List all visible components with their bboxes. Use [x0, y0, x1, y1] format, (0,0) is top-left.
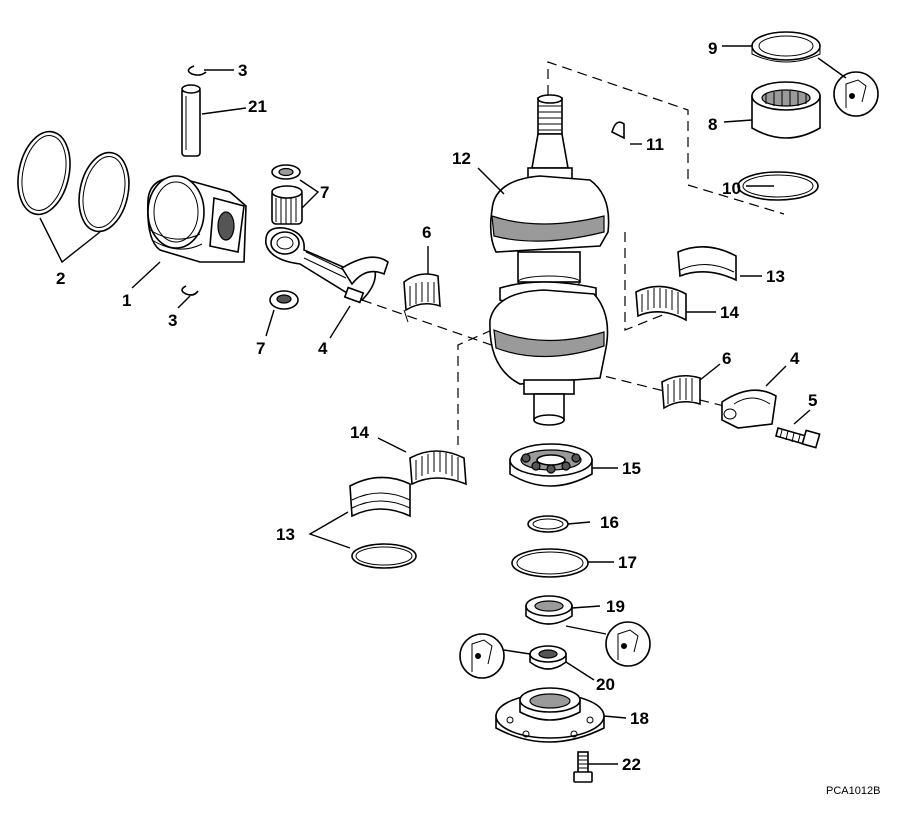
- callout-10: 10: [722, 179, 741, 198]
- piston: [146, 175, 247, 263]
- callout-14: 14: [720, 303, 739, 322]
- center-main-bearing-cage: [635, 285, 687, 322]
- figure-code: PCA1012B: [826, 785, 880, 797]
- leader-lines: [39, 45, 847, 765]
- callout-9: 9: [708, 39, 717, 58]
- callout-1: 1: [122, 291, 131, 310]
- rod-bearing-cage-lower: [661, 374, 701, 410]
- upper-roller-bearing: [751, 81, 821, 139]
- callout-12: 12: [452, 149, 471, 168]
- callout-22: 22: [622, 755, 641, 774]
- callout-3: 3: [168, 311, 177, 330]
- piston-rings: [17, 130, 130, 233]
- callout-13: 13: [766, 267, 785, 286]
- callout-13: 13: [276, 525, 295, 544]
- callout-3: 3: [238, 61, 247, 80]
- callout-7: 7: [256, 339, 265, 358]
- callout-8: 8: [708, 115, 717, 134]
- lower-main-bearing-cage: [409, 450, 467, 486]
- sealant-icon: [459, 633, 505, 679]
- callout-21: 21: [248, 97, 267, 116]
- upper-o-ring: [737, 171, 819, 201]
- callout-19: 19: [606, 597, 625, 616]
- callout-11: 11: [646, 135, 664, 154]
- callout-18: 18: [630, 709, 649, 728]
- piston-pin: [181, 84, 201, 157]
- connecting-rod-cap: [721, 389, 777, 429]
- callout-7: 7: [320, 183, 329, 202]
- callout-2: 2: [56, 269, 65, 288]
- callout-14: 14: [350, 423, 369, 442]
- retaining-ring: [351, 543, 417, 569]
- crankshaft: [489, 94, 610, 426]
- callout-6: 6: [422, 223, 431, 242]
- housing-bolt: [573, 751, 593, 783]
- lower-o-ring: [511, 548, 589, 578]
- callout-20: 20: [596, 675, 615, 694]
- sealant-icon: [605, 621, 651, 667]
- snap-ring: [527, 515, 569, 533]
- lower-main-bearing-race: [349, 476, 411, 518]
- woodruff-key: [611, 121, 625, 140]
- small-seal: [529, 645, 567, 670]
- center-main-bearing-race: [677, 246, 737, 282]
- callout-6: 6: [722, 349, 731, 368]
- lower-ball-bearing: [509, 443, 593, 487]
- callout-5: 5: [808, 391, 817, 410]
- upper-seal-ring: [751, 31, 821, 63]
- lower-seal: [525, 595, 573, 625]
- sealant-icon: [833, 71, 879, 117]
- rod-bearing-cage-upper: [403, 273, 441, 323]
- callout-15: 15: [622, 459, 641, 478]
- lower-bearing-housing: [495, 687, 605, 743]
- callout-4: 4: [318, 339, 328, 358]
- connecting-rod: [265, 227, 389, 304]
- callout-16: 16: [600, 513, 619, 532]
- rod-cap-screw: [775, 427, 821, 449]
- wrist-pin-bearing: [269, 164, 303, 310]
- callout-numbers: 3 21 2 1 3 7 7 4 6 9 8 10 11 12 13 14 6 …: [56, 39, 817, 774]
- callout-4: 4: [790, 349, 800, 368]
- piston-pin-circlips: [181, 65, 207, 296]
- callout-17: 17: [618, 553, 637, 572]
